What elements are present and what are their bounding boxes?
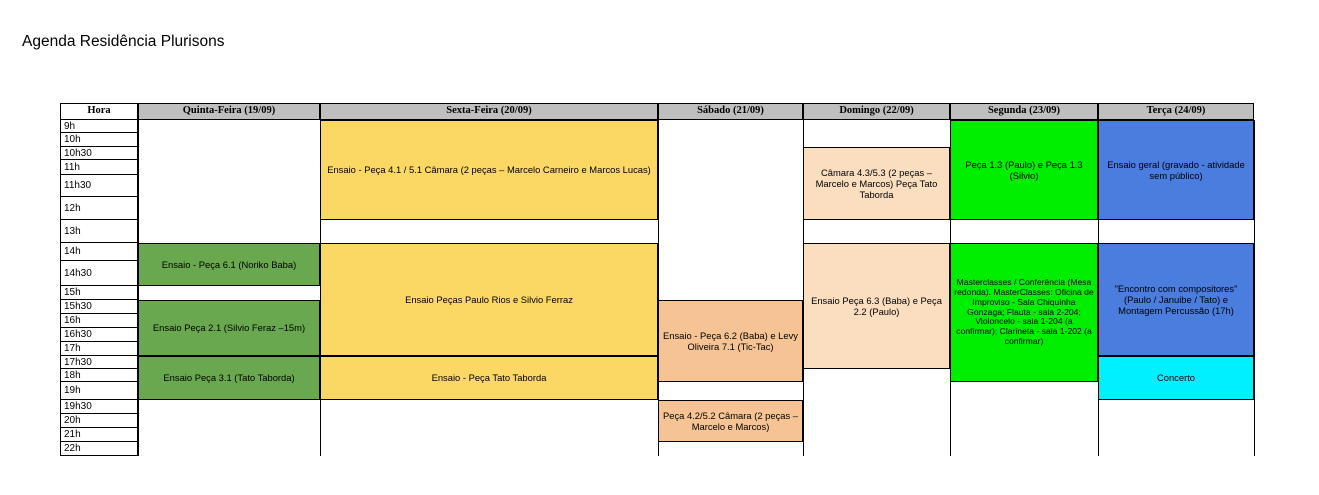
hour-cell-11h: 11h xyxy=(60,160,138,175)
event-block-quinta-ensaio-21[interactable]: Ensaio Peça 2.1 (Silvio Feraz –15m) xyxy=(138,300,320,356)
hour-cell-17h30: 17h30 xyxy=(60,356,138,369)
column-header-hora: Hora xyxy=(60,103,138,120)
hour-cell-17h: 17h xyxy=(60,342,138,356)
hour-cell-14h30: 14h30 xyxy=(60,261,138,286)
event-block-terca-ensaio-geral[interactable]: Ensaio geral (gravado - atividade sem pú… xyxy=(1098,120,1254,220)
event-block-domingo-camara-43-53[interactable]: Câmara 4.3/5.3 (2 peças – Marcelo e Marc… xyxy=(803,147,950,220)
column-divider xyxy=(1254,120,1255,456)
column-header-day-4: Domingo (22/09) xyxy=(803,103,950,120)
hour-cell-12h: 12h xyxy=(60,197,138,220)
column-header-day-3: Sábado (21/09) xyxy=(658,103,803,120)
hour-cell-20h: 20h xyxy=(60,414,138,428)
event-block-segunda-peca-13[interactable]: Peça 1.3 (Paulo) e Peça 1.3 (Silvio) xyxy=(950,120,1098,220)
hour-cell-16h: 16h xyxy=(60,314,138,328)
event-block-segunda-masterclasses[interactable]: Masterclasses / Conferência (Mesa redond… xyxy=(950,243,1098,382)
event-block-sexta-ensaio-tato[interactable]: Ensaio - Peça Tato Taborda xyxy=(320,356,658,400)
event-block-sexta-ensaio-41-51[interactable]: Ensaio - Peça 4.1 / 5.1 Câmara (2 peças … xyxy=(320,120,658,220)
event-block-sabado-ensaio-62-71[interactable]: Ensaio - Peça 6.2 (Baba) e Levy Oliveira… xyxy=(658,300,803,382)
column-divider xyxy=(658,120,659,456)
column-header-day-1: Quinta-Feira (19/09) xyxy=(138,103,320,120)
event-block-domingo-ensaio-63-22[interactable]: Ensaio Peça 6.3 (Baba) e Peça 2.2 (Paulo… xyxy=(803,243,950,369)
hour-cell-15h30: 15h30 xyxy=(60,300,138,314)
column-header-day-5: Segunda (23/09) xyxy=(950,103,1098,120)
event-block-quinta-ensaio-31[interactable]: Ensaio Peça 3.1 (Tato Taborda) xyxy=(138,356,320,400)
hour-cell-10h: 10h xyxy=(60,133,138,147)
column-divider xyxy=(138,120,139,456)
event-block-terca-encontro-compositores[interactable]: "Encontro com compositores" (Paulo / Jan… xyxy=(1098,243,1254,356)
hour-cell-22h: 22h xyxy=(60,442,138,456)
column-header-day-6: Terça (24/09) xyxy=(1098,103,1254,120)
event-block-terca-concerto[interactable]: Concerto xyxy=(1098,356,1254,400)
hour-cell-16h30: 16h30 xyxy=(60,328,138,342)
hour-cell-10h30: 10h30 xyxy=(60,147,138,160)
hour-cell-15h: 15h xyxy=(60,286,138,300)
hour-cell-18h: 18h xyxy=(60,369,138,382)
event-block-sabado-peca-42-52[interactable]: Peça 4.2/5.2 Câmara (2 peças – Marcelo e… xyxy=(658,400,803,442)
schedule-grid: Quinta-Feira (19/09)Sexta-Feira (20/09)S… xyxy=(60,103,1255,470)
page-title: Agenda Residência Plurisons xyxy=(22,33,225,50)
event-block-sexta-ensaio-paulo-silvio[interactable]: Ensaio Peças Paulo Rios e Silvio Ferraz xyxy=(320,243,658,356)
hour-cell-19h: 19h xyxy=(60,382,138,400)
hour-cell-11h30: 11h30 xyxy=(60,175,138,197)
hour-cell-21h: 21h xyxy=(60,428,138,442)
hour-cell-14h: 14h xyxy=(60,243,138,261)
hour-cell-9h: 9h xyxy=(60,120,138,133)
column-header-day-2: Sexta-Feira (20/09) xyxy=(320,103,658,120)
event-block-quinta-ensaio-61[interactable]: Ensaio - Peça 6.1 (Noriko Baba) xyxy=(138,243,320,286)
hour-cell-13h: 13h xyxy=(60,220,138,243)
hour-cell-19h30: 19h30 xyxy=(60,400,138,414)
